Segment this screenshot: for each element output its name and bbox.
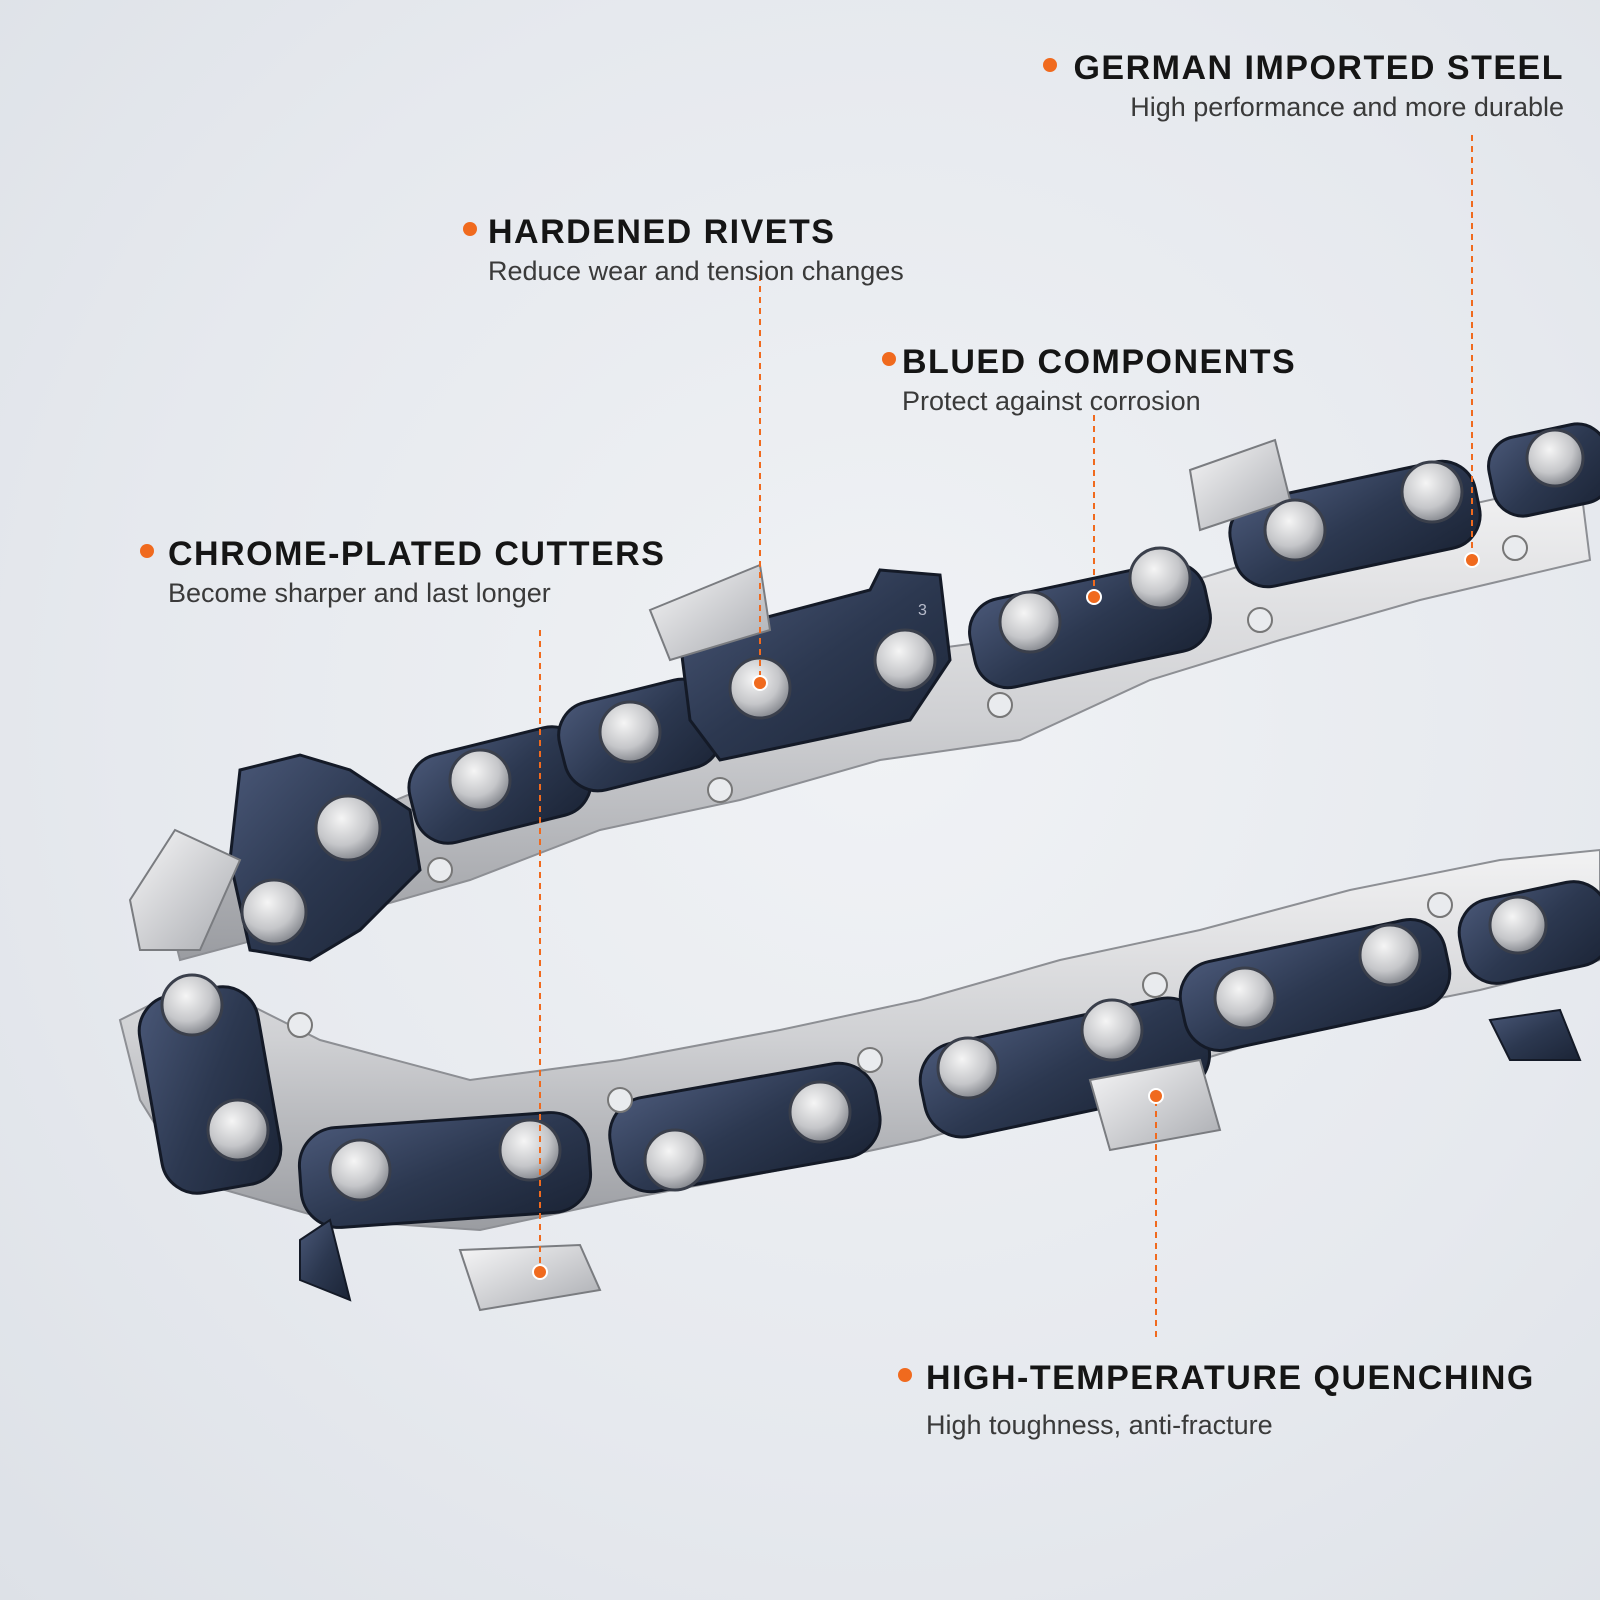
callout-high-temp: HIGH-TEMPERATURE QUENCHING High toughnes… <box>898 1358 1535 1442</box>
chrome-cutter <box>648 563 772 662</box>
link-hole <box>987 692 1013 718</box>
rivet <box>448 748 512 812</box>
tooth-tip <box>299 1218 352 1302</box>
bullet-dot <box>1043 58 1058 72</box>
anchor-high-temp <box>1148 1088 1164 1104</box>
anchor-dots <box>532 552 1480 1280</box>
rivet <box>873 628 937 692</box>
rivet <box>206 1098 270 1162</box>
rivet <box>328 1138 392 1202</box>
callout-title: GERMAN IMPORTED STEEL <box>1073 49 1564 87</box>
rivet <box>598 700 662 764</box>
lower-chain-strand <box>118 848 1600 1312</box>
callout-desc: High performance and more durable <box>1130 92 1564 122</box>
bullet-dot <box>898 1368 912 1382</box>
link-hole <box>427 857 453 883</box>
link-hole <box>707 777 733 803</box>
bullet-dot <box>140 544 154 558</box>
rivet <box>1400 460 1464 524</box>
rivet <box>936 1036 1000 1100</box>
callout-title: HARDENED RIVETS <box>488 213 836 251</box>
callout-desc: High toughness, anti-fracture <box>926 1410 1273 1440</box>
tooth-tip <box>1488 1008 1582 1061</box>
callout-blued-components: BLUED COMPONENTS Protect against corrosi… <box>882 342 1297 418</box>
rivet <box>643 1128 707 1192</box>
rivet <box>1080 998 1144 1062</box>
rivet <box>498 1118 562 1182</box>
link-hole <box>1247 607 1273 633</box>
rivet <box>1128 546 1192 610</box>
link-hole <box>857 1047 883 1073</box>
callout-desc: Protect against corrosion <box>902 386 1201 416</box>
rivet <box>1358 923 1422 987</box>
bullet-dot <box>463 222 477 236</box>
rivet <box>1263 498 1327 562</box>
callout-title: HIGH-TEMPERATURE QUENCHING <box>926 1359 1535 1397</box>
callout-hardened-rivets: HARDENED RIVETS Reduce wear and tension … <box>463 212 904 288</box>
callout-desc: Reduce wear and tension changes <box>488 256 904 286</box>
link-hole <box>607 1087 633 1113</box>
anchor-chrome-cutters <box>532 1264 548 1280</box>
rivet <box>788 1080 852 1144</box>
chrome-cutter <box>458 1243 602 1312</box>
link-hole <box>287 1012 313 1038</box>
link-hole <box>1142 972 1168 998</box>
anchor-blued-components <box>1086 589 1102 605</box>
leader-lines <box>539 135 1473 1340</box>
anchor-german-steel <box>1464 552 1480 568</box>
rivet <box>314 794 382 862</box>
chain-marking: 3 <box>918 602 927 619</box>
rivet <box>1488 895 1548 955</box>
anchor-hardened-rivets <box>752 675 768 691</box>
callout-title: BLUED COMPONENTS <box>902 343 1297 381</box>
rivet <box>240 878 308 946</box>
link-hole <box>1502 535 1528 561</box>
chrome-cutter <box>128 828 242 951</box>
rivet <box>998 590 1062 654</box>
rivet <box>1525 428 1585 488</box>
upper-chain-strand: 3 <box>128 422 1600 962</box>
rivet <box>1213 966 1277 1030</box>
bullet-dot <box>882 352 896 366</box>
callout-desc: Become sharper and last longer <box>168 578 551 608</box>
link-hole <box>1427 892 1453 918</box>
rivet <box>160 973 224 1037</box>
callout-german-steel: GERMAN IMPORTED STEEL High performance a… <box>1043 48 1564 124</box>
callout-chrome-cutters: CHROME-PLATED CUTTERS Become sharper and… <box>140 534 666 610</box>
callout-title: CHROME-PLATED CUTTERS <box>168 535 666 573</box>
